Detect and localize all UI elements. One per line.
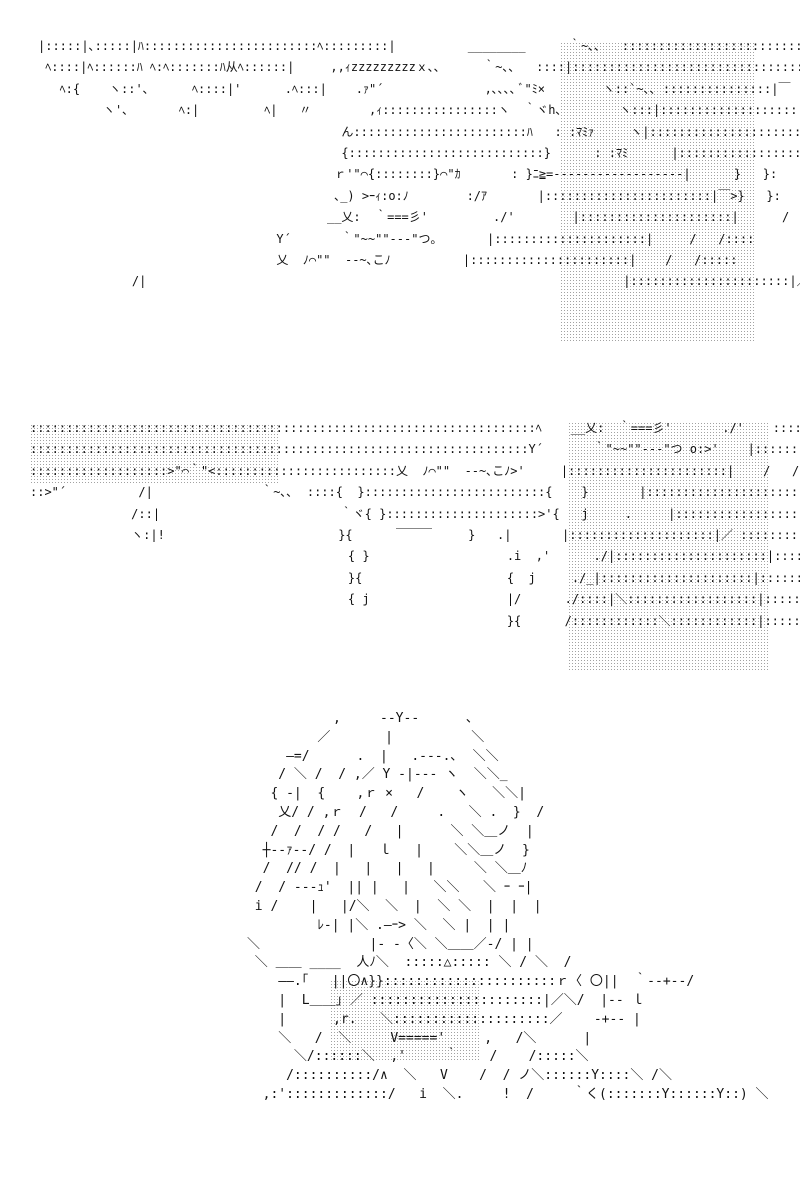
screentone-sky (30, 424, 280, 484)
screentone-body (330, 980, 480, 1060)
ascii-art-bottom: , ‐‐Y‐‐ ､ ／ | ＼ ―=/ . | .‐‐‐.､ ＼＼ / ＼ / … (246, 711, 769, 1102)
ascii-art-top: |:::::|､:::::|ﾊ::::::::::::::::::::::::ﾍ… (38, 39, 800, 289)
aa-panel-bottom: , ‐‐Y‐‐ ､ ／ | ＼ ―=/ . | .‐‐‐.､ ＼＼ / ＼ / … (0, 700, 800, 1190)
ascii-art-middle: ::::::::::::::::::::::::::::::::::::::::… (30, 421, 800, 628)
screentone-wall (560, 42, 756, 342)
aa-panel-middle: ::::::::::::::::::::::::::::::::::::::::… (0, 410, 800, 680)
screentone-wall (568, 422, 768, 672)
aa-panel-top: |:::::|､:::::|ﾊ::::::::::::::::::::::::ﾍ… (0, 30, 800, 360)
